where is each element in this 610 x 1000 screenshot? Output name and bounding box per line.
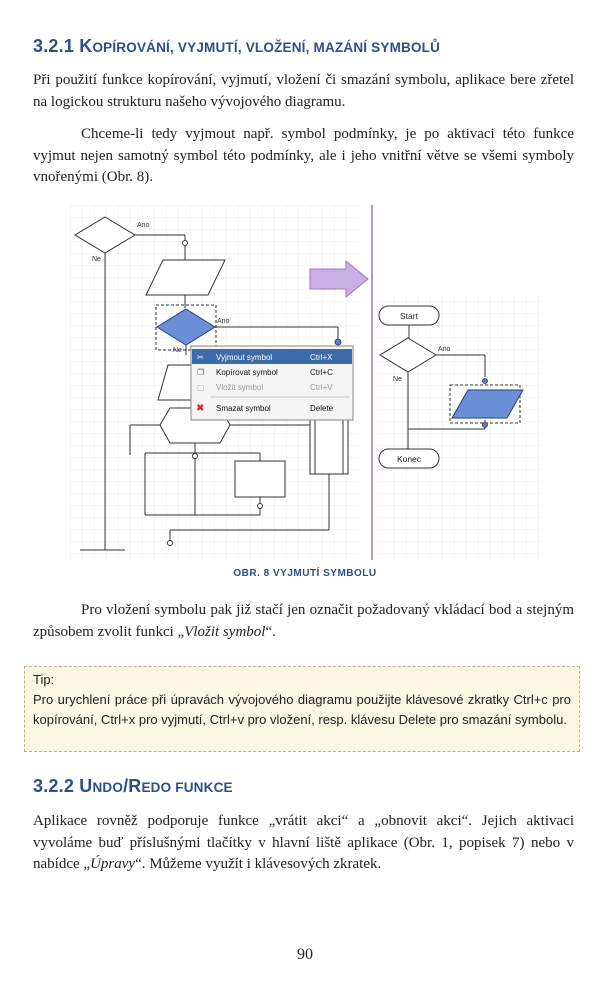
paste-icon: ▢ — [197, 383, 205, 392]
label-ne-right: Ne — [393, 376, 402, 383]
section2-a: U — [79, 776, 93, 796]
section2-c: /R — [123, 776, 142, 796]
section2-number: 3.2.2 — [33, 776, 75, 796]
menu-label-paste: Vložit symbol — [216, 383, 263, 392]
io-parallelogram-1[interactable] — [145, 259, 226, 296]
paragraph-4: Aplikace rovněž podporuje funkce „vrátit… — [33, 811, 574, 876]
menu-label-cut: Vyjmout symbol — [216, 353, 272, 362]
paragraph-4-end: “. Můžeme využít i klávesových zkratek. — [135, 856, 382, 872]
paragraph-3-end: “. — [265, 623, 276, 640]
end-terminator[interactable] — [378, 448, 440, 469]
page-number: 90 — [297, 946, 313, 963]
paragraph-3-start: Pro vložení symbolu pak již stačí jen oz… — [33, 602, 574, 640]
menu-item-delete[interactable]: ✖ Smazat symbol Delete — [196, 403, 334, 414]
section-title-rest: OPÍROVÁNÍ, VYJMUTÍ, VLOŽENÍ, MAZÁNÍ SYMB… — [92, 40, 441, 55]
paragraph-4-italic: Úpravy — [90, 856, 136, 872]
delete-x-icon: ✖ — [196, 403, 204, 414]
process-box-bottom[interactable] — [234, 460, 286, 498]
menu-label-delete: Smazat symbol — [216, 404, 271, 413]
label-start: Start — [400, 311, 419, 321]
paragraph-1: Při použití funkce kopírování, vyjmutí, … — [33, 72, 574, 110]
tip-box: Tip: Pro urychlení práce při úpravách vý… — [24, 666, 580, 752]
menu-item-cut[interactable]: ✂ Vyjmout symbol Ctrl+X — [197, 353, 333, 362]
section-heading-3-2-1: 3.2.1 KOPÍROVÁNÍ, VYJMUTÍ, VLOŽENÍ, MAZÁ… — [33, 36, 440, 57]
copy-icon: ❐ — [197, 368, 204, 377]
tip-text: Pro urychlení práce při úpravách vývojov… — [33, 692, 571, 727]
label-konec: Konec — [397, 454, 422, 464]
label-ano-right: Ano — [438, 346, 451, 353]
menu-shortcut-cut: Ctrl+X — [310, 353, 333, 362]
figure-flowchart-cut: Ano Ne Ano Ne ✂ Vyjmout symbol Ctrl+X ❐ … — [70, 205, 540, 560]
menu-shortcut-copy: Ctrl+C — [310, 368, 333, 377]
menu-item-copy[interactable]: ❐ Kopírovat symbol Ctrl+C — [197, 368, 333, 377]
connector-dot — [334, 338, 342, 346]
menu-shortcut-delete: Delete — [310, 404, 334, 413]
menu-item-paste[interactable]: ▢ Vložit symbol Ctrl+V — [197, 383, 333, 392]
label-ano-top: Ano — [137, 222, 150, 229]
right-canvas-grid — [372, 295, 540, 560]
paragraph-2: Chceme-li tedy vyjmout např. symbol podm… — [33, 126, 574, 185]
pasted-parallelogram[interactable] — [451, 389, 524, 419]
section2-d: EDO FUNKCE — [141, 780, 233, 795]
paragraph-3: Pro vložení symbolu pak již stačí jen oz… — [33, 600, 574, 643]
section-title-first: K — [79, 36, 93, 56]
menu-shortcut-paste: Ctrl+V — [310, 383, 333, 392]
scissors-icon: ✂ — [197, 353, 204, 362]
tip-title: Tip: — [33, 672, 55, 687]
section-number: 3.2.1 — [33, 36, 75, 56]
paragraph-4-start: Aplikace rovněž podporuje funkce „vrátit… — [33, 813, 574, 872]
transition-arrow-icon — [309, 259, 369, 299]
paragraph-3-italic: Vložit symbol — [184, 623, 266, 640]
label-ne-selected: Ne — [173, 347, 182, 354]
label-ne-top: Ne — [92, 256, 101, 263]
figure-caption: OBR. 8 VYJMUTÍ SYMBOLU — [233, 568, 377, 579]
menu-label-copy: Kopírovat symbol — [216, 368, 278, 377]
menu-item-highlight — [192, 349, 352, 364]
section2-b: NDO — [92, 780, 124, 795]
label-ano-selected: Ano — [217, 318, 230, 325]
context-menu[interactable]: ✂ Vyjmout symbol Ctrl+X ❐ Kopírovat symb… — [190, 345, 354, 421]
section-heading-3-2-2: 3.2.2 UNDO/REDO FUNKCE — [33, 776, 233, 797]
